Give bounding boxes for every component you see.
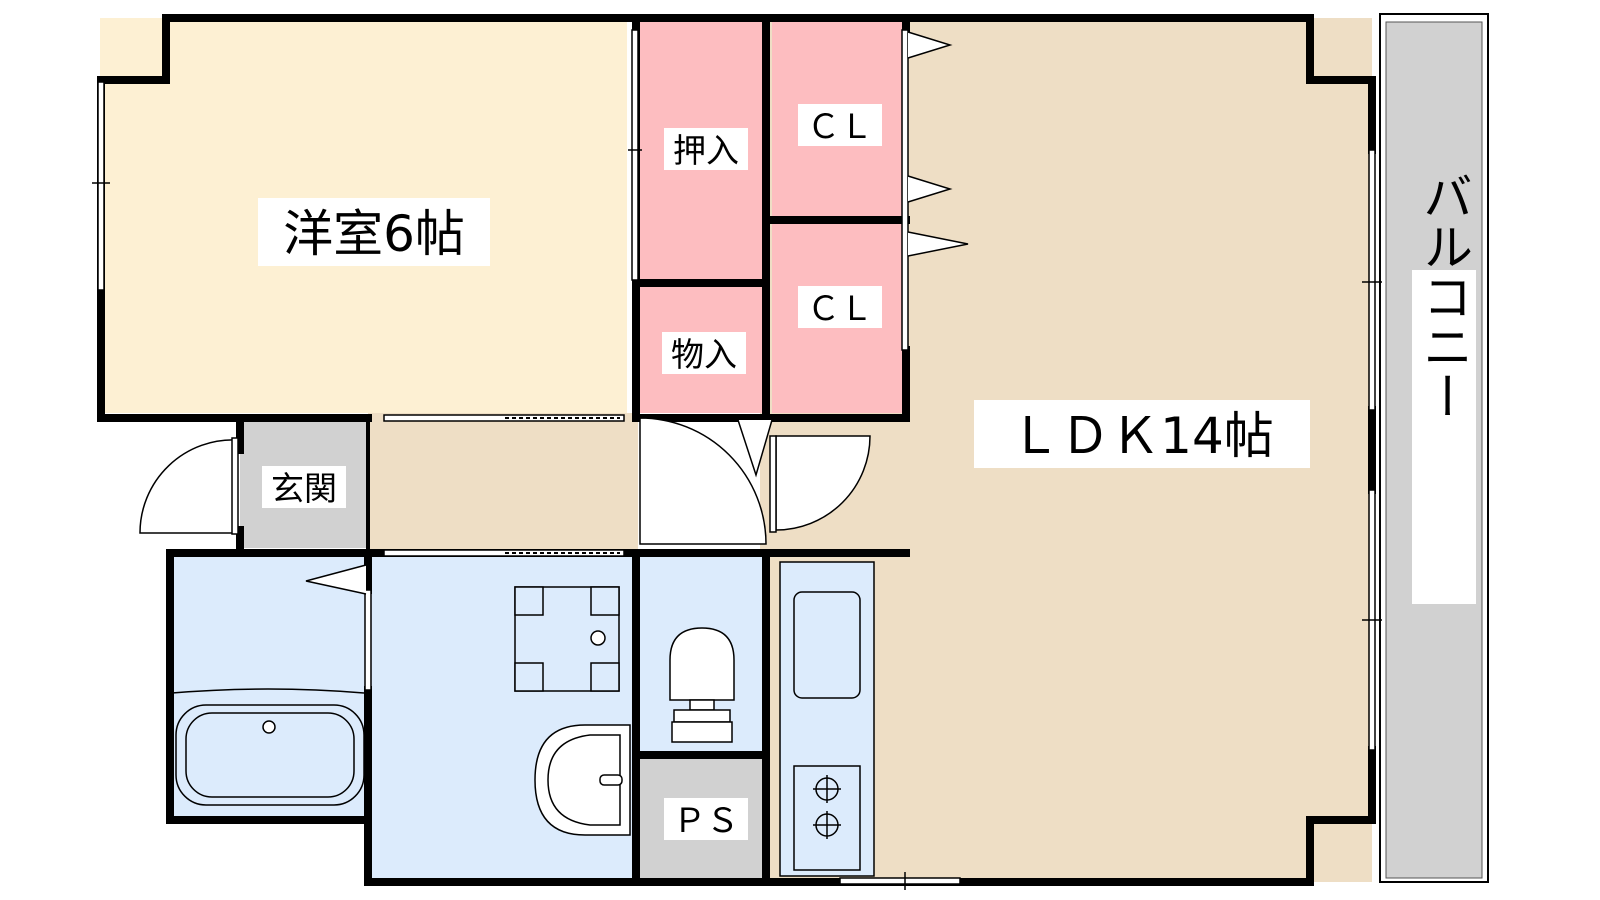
door-swing-icon [775,435,871,531]
label-bg-ps [664,798,748,840]
label-ps: ＰＳ [673,801,739,840]
door-swing-icon [737,419,773,478]
sliding-door-bath [364,589,372,691]
label-bg-western [258,198,490,266]
label-balcony: バルコニー [1415,171,1473,421]
label-bg-closet-lower [798,286,882,328]
label-bg-closet-upper [798,104,882,146]
label-monoire: 物入 [671,335,737,374]
windows [92,29,1382,890]
room-labels: 洋室6帖 ＬＤＫ14帖 押入 ＣＬ ＣＬ 物入 玄関 ＰＳ バルコニー [258,104,1476,840]
label-closet-lower: ＣＬ [807,289,873,328]
label-bg-monoire [662,332,746,374]
window-icon [839,877,961,885]
window-icon [1368,149,1376,411]
label-oshiire: 押入 [673,131,739,170]
wall-outer-top-left [97,14,1376,84]
label-bg-oshiire [664,128,748,170]
kitchen-counter [779,561,875,877]
sliding-door-washroom [383,549,625,557]
window-icon [631,29,639,281]
window-icon [901,29,909,351]
door-swing-icon [907,231,969,257]
door-swing-icon [305,564,367,595]
door-swing-icon [907,31,953,59]
label-bg-ldk [974,400,1310,468]
washbasin-icon [534,724,631,836]
balcony-inner-outline [1385,21,1483,879]
kitchen-sink-icon [793,591,861,699]
label-genkan: 玄関 [271,469,337,508]
label-ldk: ＬＤＫ14帖 [1010,407,1274,465]
label-western-room: 洋室6帖 [283,205,465,263]
door-swing-icon [639,417,767,545]
label-bg-genkan [262,466,346,508]
bathtub-icon [171,688,365,806]
toilet-icon [669,627,735,743]
swing-doors [139,417,871,545]
closet-door-markers [305,31,969,595]
label-bg-balcony [1412,270,1476,604]
sliding-door-western [383,414,625,422]
stove-icon [793,765,861,871]
door-swing-icon [139,439,238,534]
balcony [1379,13,1489,883]
door-swing-icon [907,175,953,203]
balcony-outline [1379,13,1489,883]
window-icon [97,81,105,291]
washing-machine-icon [514,586,620,692]
hallway-fill [368,413,638,553]
sliding-doors [364,414,625,691]
label-closet-upper: ＣＬ [807,107,873,146]
